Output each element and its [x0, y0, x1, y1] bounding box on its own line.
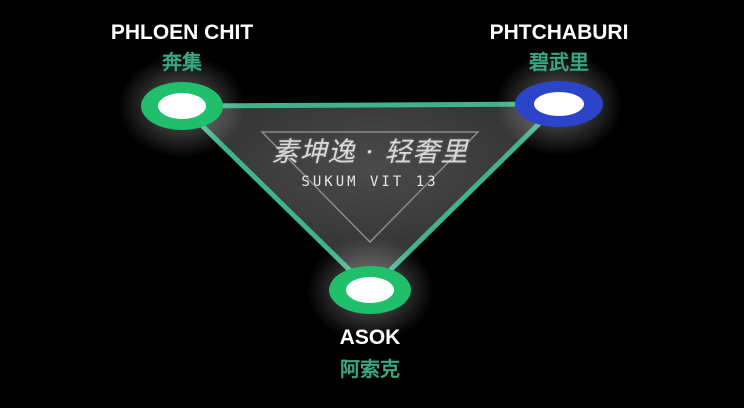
station-marker-asok[interactable]: [329, 266, 411, 314]
station-name-zh: 阿索克: [340, 357, 400, 381]
station-name-en: PHTCHABURI: [489, 21, 629, 44]
station-label-phloen-chit: PHLOEN CHIT 奔集: [96, 21, 268, 75]
station-name-zh: 碧武里: [529, 50, 589, 74]
station-name-zh: 奔集: [162, 50, 202, 74]
triangle-area: [182, 104, 559, 290]
station-marker-phetchaburi[interactable]: [515, 81, 603, 127]
station-label-phetchaburi: PHTCHABURI 碧武里: [476, 21, 642, 75]
station-marker-phloen-chit[interactable]: [141, 82, 223, 130]
station-label-asok: ASOK 阿索克: [310, 326, 430, 382]
station-name-en: ASOK: [339, 326, 401, 349]
logo-english-name: SUKUM VIT 13: [301, 174, 439, 190]
logo-chinese-name: 素坤逸 · 轻奢里: [271, 137, 469, 168]
station-name-en: PHLOEN CHIT: [110, 21, 254, 44]
logo-outline: [260, 131, 480, 244]
